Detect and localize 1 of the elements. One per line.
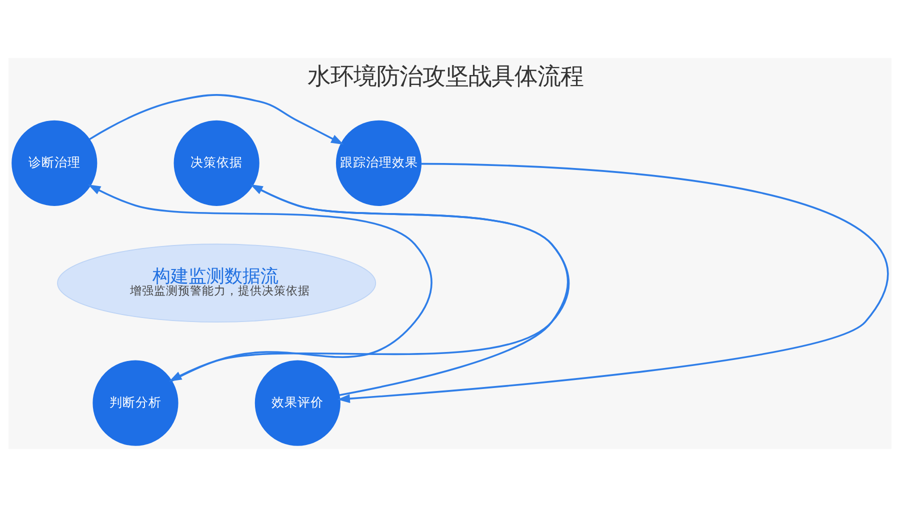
- diagram-title: 水环境防治攻坚战具体流程: [308, 61, 584, 90]
